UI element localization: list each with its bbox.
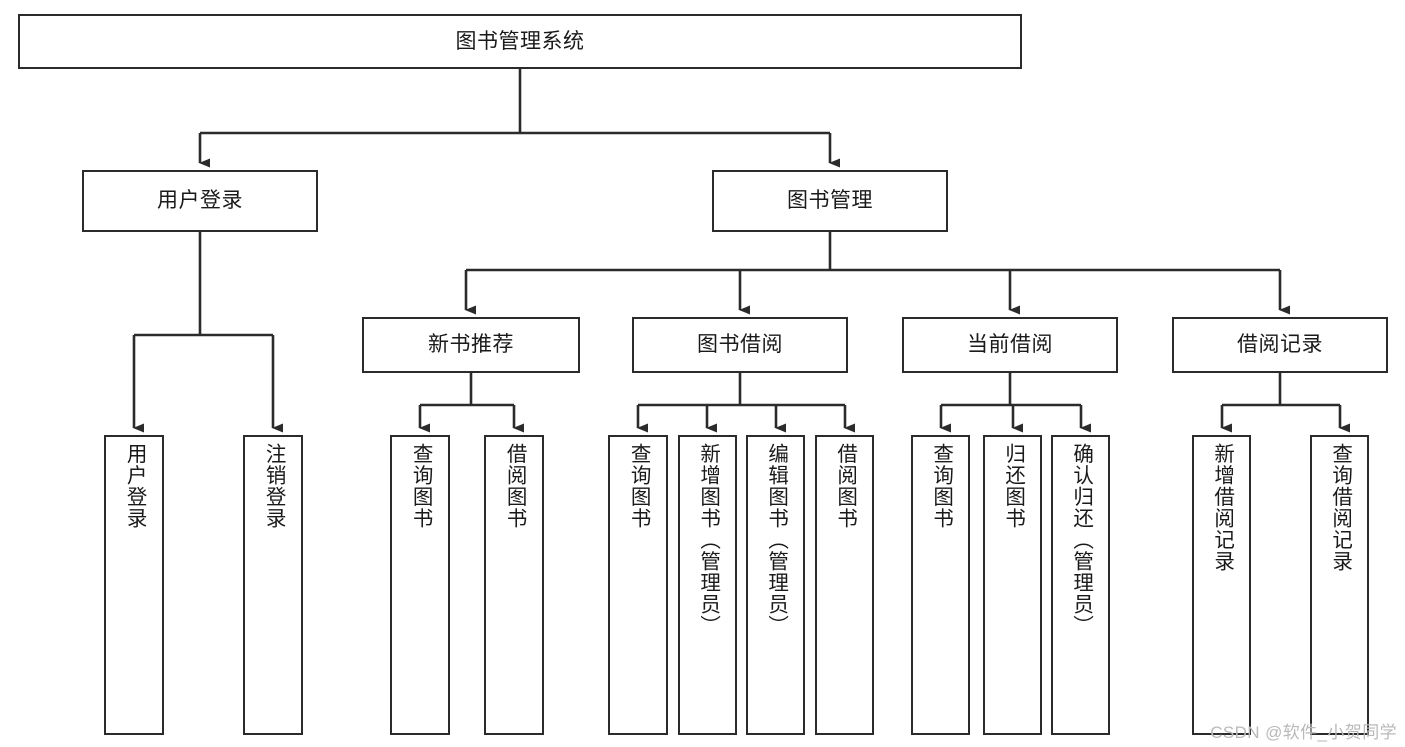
leaf-query-book-recommend[interactable]: 查询图书 <box>390 435 450 735</box>
node-borrow-record[interactable]: 借阅记录 <box>1172 317 1388 373</box>
node-book-borrow-label: 图书借阅 <box>697 333 783 357</box>
node-book-management-label: 图书管理 <box>787 189 873 213</box>
node-current-borrow[interactable]: 当前借阅 <box>902 317 1118 373</box>
leaf-query-borrow-record[interactable]: 查询借阅记录 <box>1310 435 1369 735</box>
leaf-borrow-book-recommend[interactable]: 借阅图书 <box>484 435 544 735</box>
node-new-book-recommend-label: 新书推荐 <box>428 333 514 357</box>
node-root-system[interactable]: 图书管理系统 <box>18 14 1022 69</box>
leaf-add-borrow-record-label: 新增借阅记录 <box>1210 443 1234 572</box>
leaf-user-login[interactable]: 用户登录 <box>104 435 164 735</box>
leaf-query-book-borrow-label: 查询图书 <box>627 443 651 529</box>
leaf-return-book[interactable]: 归还图书 <box>983 435 1042 735</box>
leaf-confirm-return-admin-label: 确认归还（管理员） <box>1069 443 1093 637</box>
leaf-borrow-book-recommend-label: 借阅图书 <box>503 443 527 529</box>
leaf-edit-book-admin[interactable]: 编辑图书（管理员） <box>746 435 805 735</box>
node-user-login-label: 用户登录 <box>157 189 243 213</box>
node-borrow-record-label: 借阅记录 <box>1237 333 1323 357</box>
leaf-user-login-label: 用户登录 <box>123 443 147 529</box>
node-book-borrow[interactable]: 图书借阅 <box>632 317 848 373</box>
leaf-query-book-recommend-label: 查询图书 <box>409 443 433 529</box>
leaf-query-book-current[interactable]: 查询图书 <box>911 435 970 735</box>
leaf-add-book-admin[interactable]: 新增图书（管理员） <box>678 435 737 735</box>
leaf-edit-book-admin-label: 编辑图书（管理员） <box>764 443 788 637</box>
leaf-query-book-current-label: 查询图书 <box>929 443 953 529</box>
leaf-add-book-admin-label: 新增图书（管理员） <box>696 443 720 637</box>
node-new-book-recommend[interactable]: 新书推荐 <box>362 317 580 373</box>
leaf-borrow-book-label: 借阅图书 <box>833 443 857 529</box>
node-book-management[interactable]: 图书管理 <box>712 170 948 232</box>
leaf-return-book-label: 归还图书 <box>1001 443 1025 529</box>
leaf-borrow-book[interactable]: 借阅图书 <box>815 435 874 735</box>
leaf-query-book-borrow[interactable]: 查询图书 <box>608 435 668 735</box>
leaf-query-borrow-record-label: 查询借阅记录 <box>1328 443 1352 572</box>
node-user-login[interactable]: 用户登录 <box>82 170 318 232</box>
leaf-logout[interactable]: 注销登录 <box>243 435 303 735</box>
leaf-add-borrow-record[interactable]: 新增借阅记录 <box>1192 435 1251 735</box>
csdn-watermark: CSDN @软件_小贺同学 <box>1210 723 1397 742</box>
node-root-system-label: 图书管理系统 <box>455 29 585 53</box>
node-current-borrow-label: 当前借阅 <box>967 333 1053 357</box>
leaf-logout-label: 注销登录 <box>262 443 286 529</box>
leaf-confirm-return-admin[interactable]: 确认归还（管理员） <box>1051 435 1110 735</box>
